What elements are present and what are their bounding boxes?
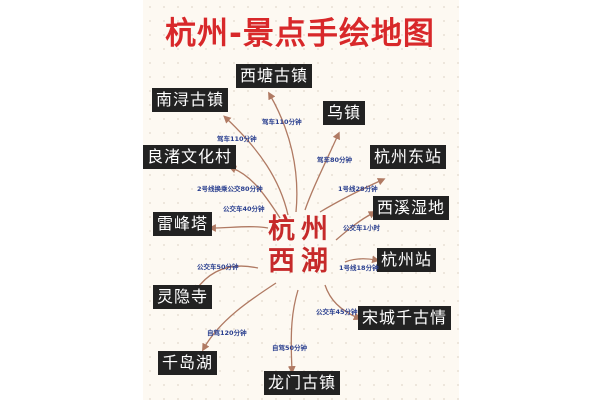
route-lingyin: 公交车50分钟 — [197, 263, 239, 271]
route-qiandao: 自驾120分钟 — [207, 329, 247, 337]
node-qiandao: 千岛湖 — [158, 351, 218, 375]
center-label: 杭州 西湖 — [268, 214, 334, 278]
route-longmen: 自驾50分钟 — [272, 344, 308, 352]
page-title: 杭州-景点手绘地图 — [165, 16, 435, 52]
center-line1: 杭州 — [268, 214, 334, 245]
route-songcheng: 公交车45分钟 — [316, 308, 358, 316]
node-hangzhou-east: 杭州东站 — [370, 145, 447, 169]
node-xixi: 西溪湿地 — [373, 196, 450, 220]
node-songcheng: 宋城千古情 — [358, 306, 452, 330]
center-line2: 西湖 — [268, 246, 334, 277]
node-leifeng: 雷峰塔 — [153, 212, 213, 236]
route-nanxun: 驾车110分钟 — [217, 135, 257, 143]
node-hangzhou-station: 杭州站 — [377, 248, 437, 272]
node-xitang: 西塘古镇 — [236, 64, 313, 88]
route-hangzhou-east: 1号线28分钟 — [338, 185, 378, 193]
route-xitang: 驾车110分钟 — [262, 118, 302, 126]
node-lingyin: 灵隐寺 — [153, 285, 213, 309]
node-liangzhu: 良渚文化村 — [143, 145, 237, 169]
node-wuzhen: 乌镇 — [323, 101, 366, 125]
node-longmen: 龙门古镇 — [264, 371, 341, 395]
route-wuzhen: 驾车80分钟 — [317, 156, 353, 164]
route-xixi: 公交车1小时 — [343, 224, 381, 232]
route-leifeng: 公交车40分钟 — [223, 205, 265, 213]
route-liangzhu: 2号线换乘公交80分钟 — [197, 185, 263, 193]
node-nanxun: 南浔古镇 — [152, 88, 229, 112]
route-hangzhou-station: 1号线18分钟 — [339, 264, 379, 272]
